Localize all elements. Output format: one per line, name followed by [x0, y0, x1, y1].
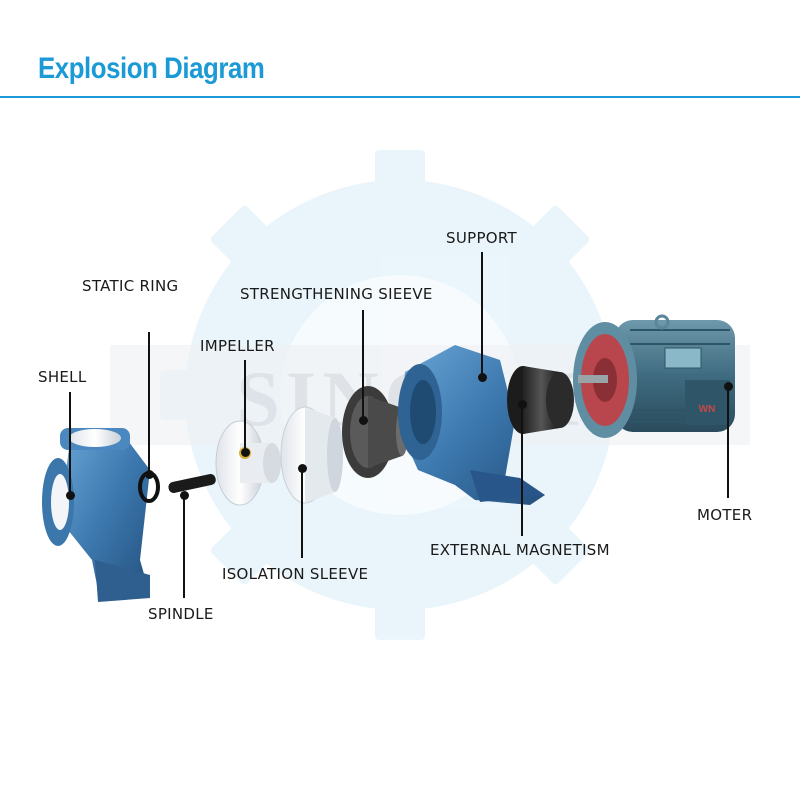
page-title: Explosion Diagram	[38, 52, 265, 85]
shell-part	[42, 428, 150, 602]
spindle-part	[168, 474, 216, 493]
label-static-ring: STATIC RING	[82, 277, 179, 295]
leader-dot-moter	[723, 381, 733, 391]
label-external-magnetism: EXTERNAL MAGNETISM	[430, 541, 610, 559]
leader-spindle	[183, 495, 185, 598]
leader-support	[481, 252, 483, 377]
motor-part: WN	[573, 314, 735, 438]
leader-static-ring	[148, 332, 150, 474]
label-shell: SHELL	[38, 368, 87, 386]
leader-strengthening-sleeve	[362, 310, 364, 420]
label-strengthening-sleeve: STRENGTHENING SIEEVE	[240, 285, 433, 303]
label-support: SUPPORT	[446, 229, 517, 247]
leader-dot-strengthening-sleeve	[358, 415, 368, 425]
isolation-sleeve-part	[280, 406, 343, 504]
leader-dot-static-ring	[144, 469, 154, 479]
leader-dot-impeller	[240, 447, 250, 457]
label-spindle: SPINDLE	[148, 605, 214, 623]
leader-external-magnetism	[521, 404, 523, 536]
label-moter: MOTER	[697, 506, 753, 524]
leader-dot-spindle	[179, 490, 189, 500]
leader-dot-support	[477, 372, 487, 382]
title-divider	[0, 96, 800, 98]
support-part	[398, 345, 545, 505]
label-impeller: IMPELLER	[200, 337, 275, 355]
leader-dot-isolation-sleeve	[297, 463, 307, 473]
leader-impeller	[244, 360, 246, 452]
external-magnetism-part	[507, 366, 574, 434]
label-isolation-sleeve: ISOLATION SLEEVE	[222, 565, 369, 583]
leader-shell	[69, 392, 71, 495]
leader-dot-shell	[65, 490, 75, 500]
leader-moter	[727, 386, 729, 498]
svg-text:WN: WN	[699, 404, 716, 415]
leader-isolation-sleeve	[301, 468, 303, 558]
leader-dot-external-magnetism	[517, 399, 527, 409]
